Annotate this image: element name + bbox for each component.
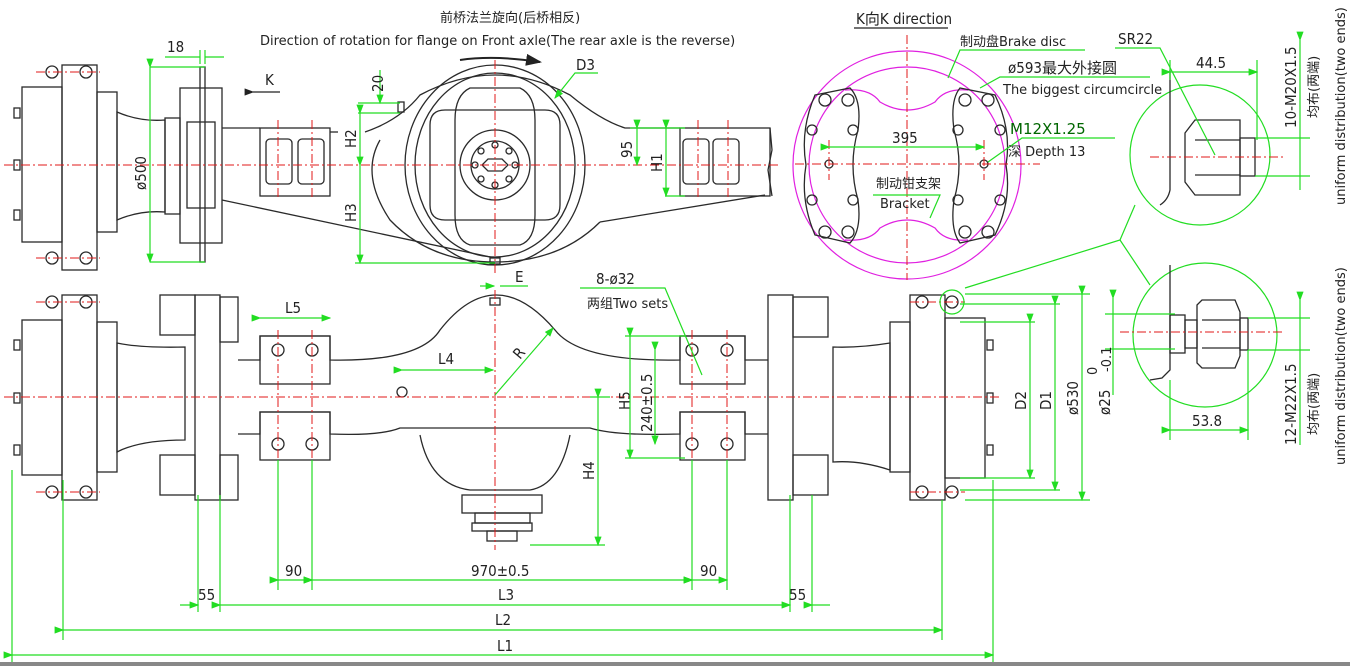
thread-bottom-label: 12-M22X1.5 [1282, 363, 1300, 445]
caliper-bracket-left [803, 87, 860, 244]
k-view: K向K direction 395 制动盘Brake disc ø593最大外接… [792, 10, 1162, 280]
dim-E: E [515, 268, 524, 286]
circumcircle-label-cn: ø593最大外接圆 [1008, 59, 1117, 77]
thread-label: M12X1.25 [1010, 120, 1086, 138]
hub-flange-left [61, 64, 98, 271]
detail-circle-top [1129, 84, 1271, 226]
dim-20: 20 [369, 75, 387, 92]
dim-d500: ø500 [132, 156, 150, 190]
tol-lower: -0.1 [1100, 347, 1115, 372]
spring-seat-right-top [679, 127, 771, 197]
bottom-dimensions: 90 970±0.5 90 55 L3 55 L2 L1 [3, 460, 995, 662]
detail-top: 44.5 SR22 10-M20X1.5 均布(两端) uniform dist… [964, 7, 1349, 289]
dim-95: 95 [618, 141, 636, 158]
bottom-border [0, 662, 1350, 666]
dim-L5: L5 [285, 299, 301, 317]
dim-H2: H2 [342, 129, 360, 148]
dim-H4: H4 [580, 461, 598, 480]
dim-90-left: 90 [285, 562, 302, 580]
dim-L3: L3 [498, 586, 514, 604]
dim-H1: H1 [648, 153, 666, 172]
thread-top-label: 10-M20X1.5 [1282, 46, 1300, 128]
dist-bottom-en: uniform distribution(two ends) [1334, 267, 1349, 465]
caliper-bracket-right [952, 87, 1009, 244]
k-view-title: K向K direction [856, 10, 952, 28]
dist-bottom-cn: 均布(两端) [1307, 373, 1322, 435]
circumcircle-label-en: The biggest circumcircle [1002, 83, 1162, 98]
holes-label: 8-ø32 [596, 270, 635, 288]
tol-upper: 0 [1086, 367, 1101, 375]
dim-L1: L1 [497, 637, 513, 655]
detail-bottom: ø25 0 -0.1 53.8 12-M22X1.5 均布(两端) unifor… [1086, 262, 1349, 465]
dim-D2: D2 [1012, 391, 1030, 410]
sr22-label: SR22 [1118, 30, 1153, 48]
title-cn: 前桥法兰旋向(后桥相反) [440, 10, 580, 26]
detail-circle-bottom [1132, 262, 1278, 408]
dim-18: 18 [167, 38, 184, 56]
dim-D3: D3 [576, 56, 595, 74]
bracket-label-en: Bracket [880, 197, 930, 212]
depth-label: 深 Depth 13 [1008, 145, 1085, 160]
dim-d25: ø25 [1096, 390, 1114, 415]
dim-55-left: 55 [198, 586, 215, 604]
dim-53-8: 53.8 [1192, 412, 1222, 430]
dim-L2: L2 [495, 611, 511, 629]
title-en: Direction of rotation for flange on Fron… [260, 34, 735, 49]
dist-top-cn: 均布(两端) [1307, 56, 1322, 118]
bracket-label-cn: 制动钳支架 [876, 177, 941, 192]
spring-seat-left-top [259, 127, 331, 197]
dim-970: 970±0.5 [471, 562, 530, 580]
dim-55-right: 55 [789, 586, 806, 604]
dim-H3: H3 [342, 203, 360, 222]
dim-240: 240±0.5 [638, 373, 656, 432]
dim-395: 395 [892, 129, 918, 147]
front-view: L5 L4 R 8-ø32 两组Two sets H4 H5 240±0.5 D… [4, 270, 1090, 550]
holes-sets-label: 两组Two sets [587, 297, 668, 312]
brake-disc-label: 制动盘Brake disc [960, 34, 1066, 50]
dist-top-en: uniform distribution(two ends) [1334, 7, 1349, 205]
dim-44-5: 44.5 [1196, 54, 1226, 72]
k-arrow-label: K [265, 71, 275, 89]
top-view: K ø500 18 20 H2 H3 D3 95 H1 E [4, 38, 780, 290]
dim-L4: L4 [438, 350, 454, 368]
dim-90-right: 90 [700, 562, 717, 580]
dim-H5: H5 [616, 391, 634, 410]
dim-D1: D1 [1037, 391, 1055, 410]
dim-d530: ø530 [1064, 381, 1082, 415]
